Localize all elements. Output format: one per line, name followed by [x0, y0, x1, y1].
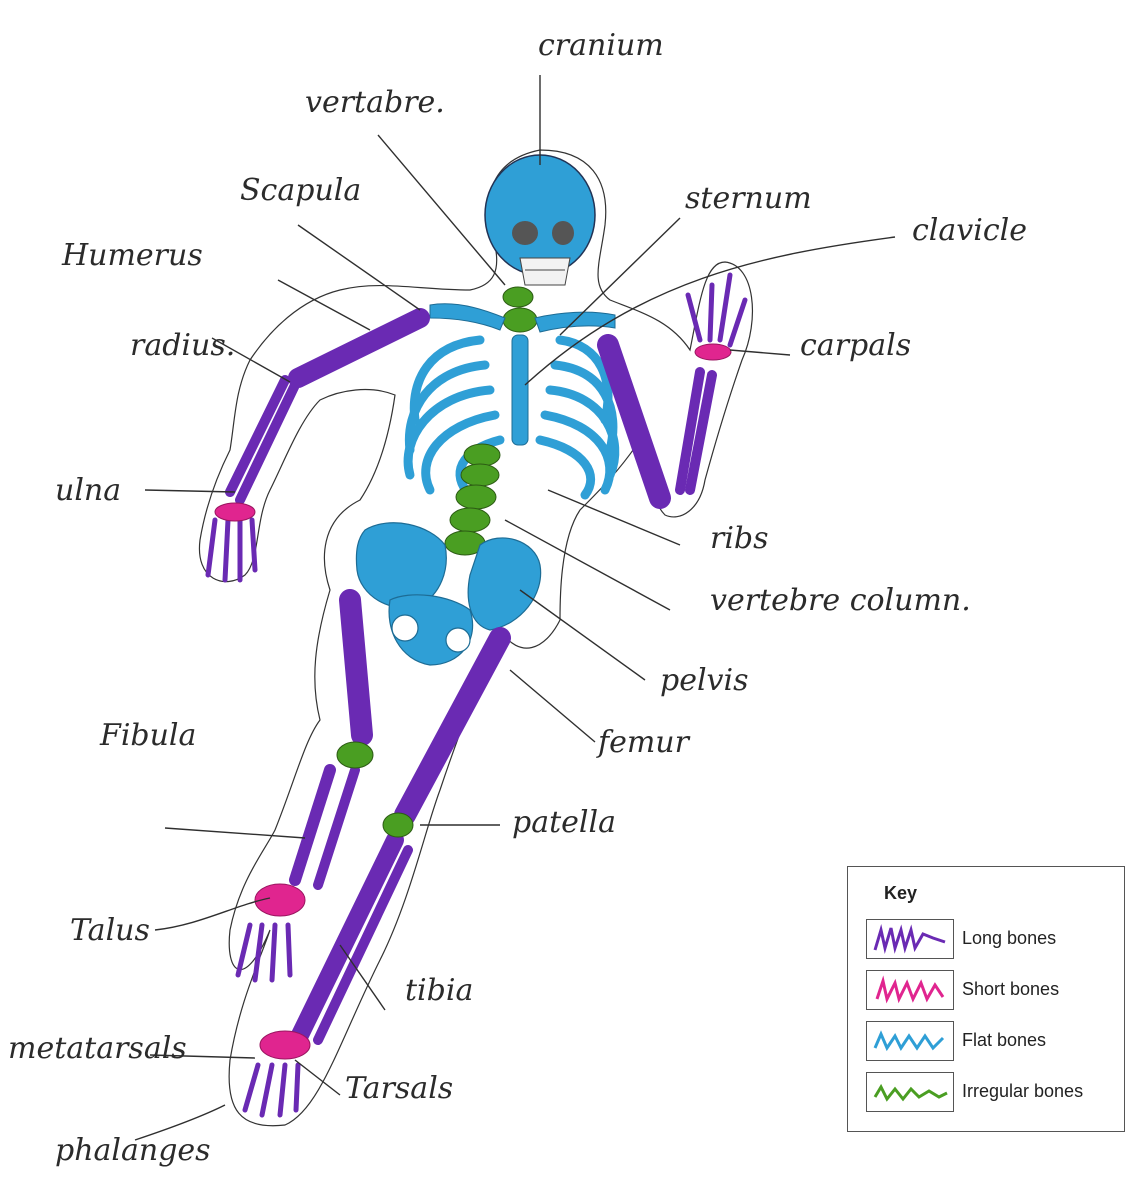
key-label-short: Short bones: [962, 979, 1059, 1000]
cervical-vertebrae: [503, 287, 537, 332]
sternum-bone: [512, 335, 528, 445]
body-outline: [199, 150, 752, 1126]
flat-bones-swatch: [866, 1021, 954, 1061]
irregular-bones-swatch: [866, 1072, 954, 1112]
key-row-long: Long bones: [866, 919, 1116, 959]
label-scapula: Scapula: [240, 173, 361, 208]
key-title: Key: [884, 883, 917, 904]
skull: [485, 155, 595, 285]
key-row-flat: Flat bones: [866, 1021, 1116, 1061]
label-tarsals: Tarsals: [345, 1071, 453, 1106]
label-sternum: sternum: [685, 181, 812, 216]
key-label-irregular: Irregular bones: [962, 1081, 1083, 1102]
label-clavicle: clavicle: [912, 213, 1027, 248]
label-vertebral-column: vertebre column.: [710, 583, 971, 618]
label-vertebre: vertabre.: [305, 85, 445, 120]
label-phalanges: phalanges: [55, 1133, 211, 1168]
label-radius: radius.: [130, 328, 235, 363]
label-ulna: ulna: [55, 473, 121, 508]
label-carpals: carpals: [800, 328, 911, 363]
label-tibia: tibia: [405, 973, 473, 1008]
lumbar-vertebrae: [445, 444, 500, 555]
key-row-short: Short bones: [866, 970, 1116, 1010]
label-fibula: Fibula: [99, 718, 196, 753]
label-humerus: Humerus: [61, 238, 203, 273]
key-label-flat: Flat bones: [962, 1030, 1046, 1051]
key-label-long: Long bones: [962, 928, 1056, 949]
long-bones-swatch: [866, 919, 954, 959]
short-bones-swatch: [866, 970, 954, 1010]
legend-key: Key Long bones Short bones Flat bones Ir…: [847, 866, 1125, 1132]
label-patella: patella: [512, 805, 616, 840]
label-femur: femur: [596, 725, 691, 760]
label-talus: Talus: [70, 913, 150, 948]
label-cranium: cranium: [538, 28, 664, 63]
key-row-irregular: Irregular bones: [866, 1072, 1116, 1112]
label-ribs: ribs: [710, 521, 769, 556]
label-pelvis: pelvis: [660, 663, 749, 698]
label-metatarsals: metatarsals: [8, 1031, 187, 1066]
rib-cage: [408, 340, 615, 495]
